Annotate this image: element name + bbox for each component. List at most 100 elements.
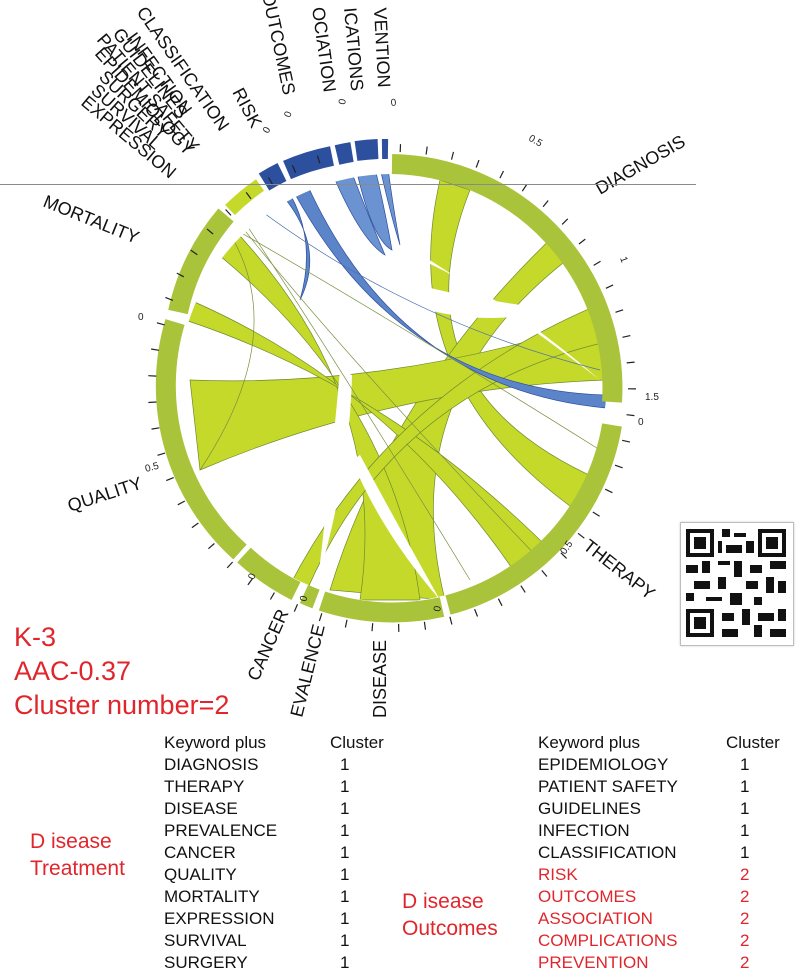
tick-mark [542,570,547,576]
table-row: PREVENTION 2 [538,952,793,974]
cluster-cell: 1 [740,842,749,864]
tick-mark [148,402,156,403]
cluster-cell: 1 [340,798,349,820]
tick-mark [622,440,630,442]
tick-mark [270,593,274,600]
tick-diag-15: 1.5 [645,392,659,403]
cluster-cell: 1 [340,776,349,798]
table-row: OUTCOMES 2 [538,886,793,908]
table-row: CLASSIFICATION 1 [538,842,793,864]
ring-association [337,152,352,155]
tick-mark [498,599,502,606]
tick-diag-0: 0 [390,98,397,109]
keyword-cell: COMPLICATIONS [538,930,677,952]
tick-mark [500,171,504,178]
keyword-cell: PREVALENCE [164,820,277,842]
tick-mark [157,323,165,325]
keyword-cell: RISK [538,864,578,886]
tick-mark [166,478,174,481]
label-disease: DISEASE [370,640,390,718]
tick-mark [319,613,321,621]
table-row: GUIDELINES 1 [538,798,793,820]
ring-small-cluster1 [230,185,260,210]
tick-mark [616,310,624,313]
summary-k: K-3 [14,620,229,654]
keyword-cell: PATIENT SAFETY [538,776,678,798]
table-header: Keyword plus Cluster [164,732,404,754]
tick-mark [450,617,452,625]
tick-qual-05: 0.5 [144,461,161,475]
cluster-cell: 1 [340,908,349,930]
cluster-cell: 1 [340,842,349,864]
ring-mortality [178,215,226,312]
keyword-cell: OUTCOMES [538,886,636,908]
label-cancer: CANCER [243,606,292,684]
cluster-cell: 2 [740,886,749,908]
tick-mark [452,152,454,160]
label-prevention: VENTION [370,7,394,88]
tick-mark [606,285,613,288]
cluster-cell: 2 [740,952,749,974]
tick-mark [178,501,185,505]
summary-aac: AAC-0.37 [14,654,229,688]
label-outcomes: OUTCOMES [258,0,299,97]
tick-mark [226,210,231,216]
tick-mark [627,415,635,416]
keyword-cell: DIAGNOSIS [164,754,258,776]
keyword-cell: CLASSIFICATION [538,842,677,864]
tick-mark [476,160,479,167]
tick-mark [627,362,635,363]
table-row: COMPLICATIONS 2 [538,930,793,952]
cluster-cell: 1 [740,798,749,820]
tick-mark [562,219,568,225]
tick-mark [623,336,631,338]
label-mortality: MORTALITY [41,191,142,248]
keyword-cell: SURVIVAL [164,930,247,952]
tick-mark [158,453,166,455]
separator-line [0,184,696,185]
group-label-outcomes: D isease Outcomes [402,888,498,942]
ring-disease [322,601,442,612]
tick-prevent-0: 0 [337,98,349,106]
keyword-cell: PREVENTION [538,952,649,974]
keyword-cell: EXPRESSION [164,908,275,930]
keyword-cell: QUALITY [164,864,237,886]
tick-mark [594,261,601,265]
table-header: Keyword plus Cluster [538,732,793,754]
tick-mark [151,349,159,350]
qr-code [680,522,794,646]
tick-mark [227,562,232,568]
tick-mark [208,544,214,549]
tick-mark [521,586,525,593]
tick-mark [615,465,623,468]
cluster-cell: 1 [740,754,749,776]
keyword-cell: EPIDEMIOLOGY [538,754,668,776]
table-row: EPIDEMIOLOGY 1 [538,754,793,776]
tick-out-0: 0 [282,110,294,119]
cluster-cell: 2 [740,864,749,886]
cluster-cell: 2 [740,930,749,952]
keyword-cell: GUIDELINES [538,798,641,820]
tick-qual-0: 0 [138,312,144,323]
qr-code-icon [686,529,786,637]
label-prevalence: EVALENCE [286,622,328,719]
cluster-cell: 2 [740,908,749,930]
cluster-cell: 1 [340,754,349,776]
group-label-treatment: D isease Treatment [30,828,125,882]
label-diagnosis: DIAGNOSIS [592,131,689,198]
keyword-cell: CANCER [164,842,236,864]
cluster-cell: 1 [740,820,749,842]
label-risk: RISK [228,84,265,130]
tick-mark [426,147,427,155]
cluster-cell: 1 [340,952,349,974]
